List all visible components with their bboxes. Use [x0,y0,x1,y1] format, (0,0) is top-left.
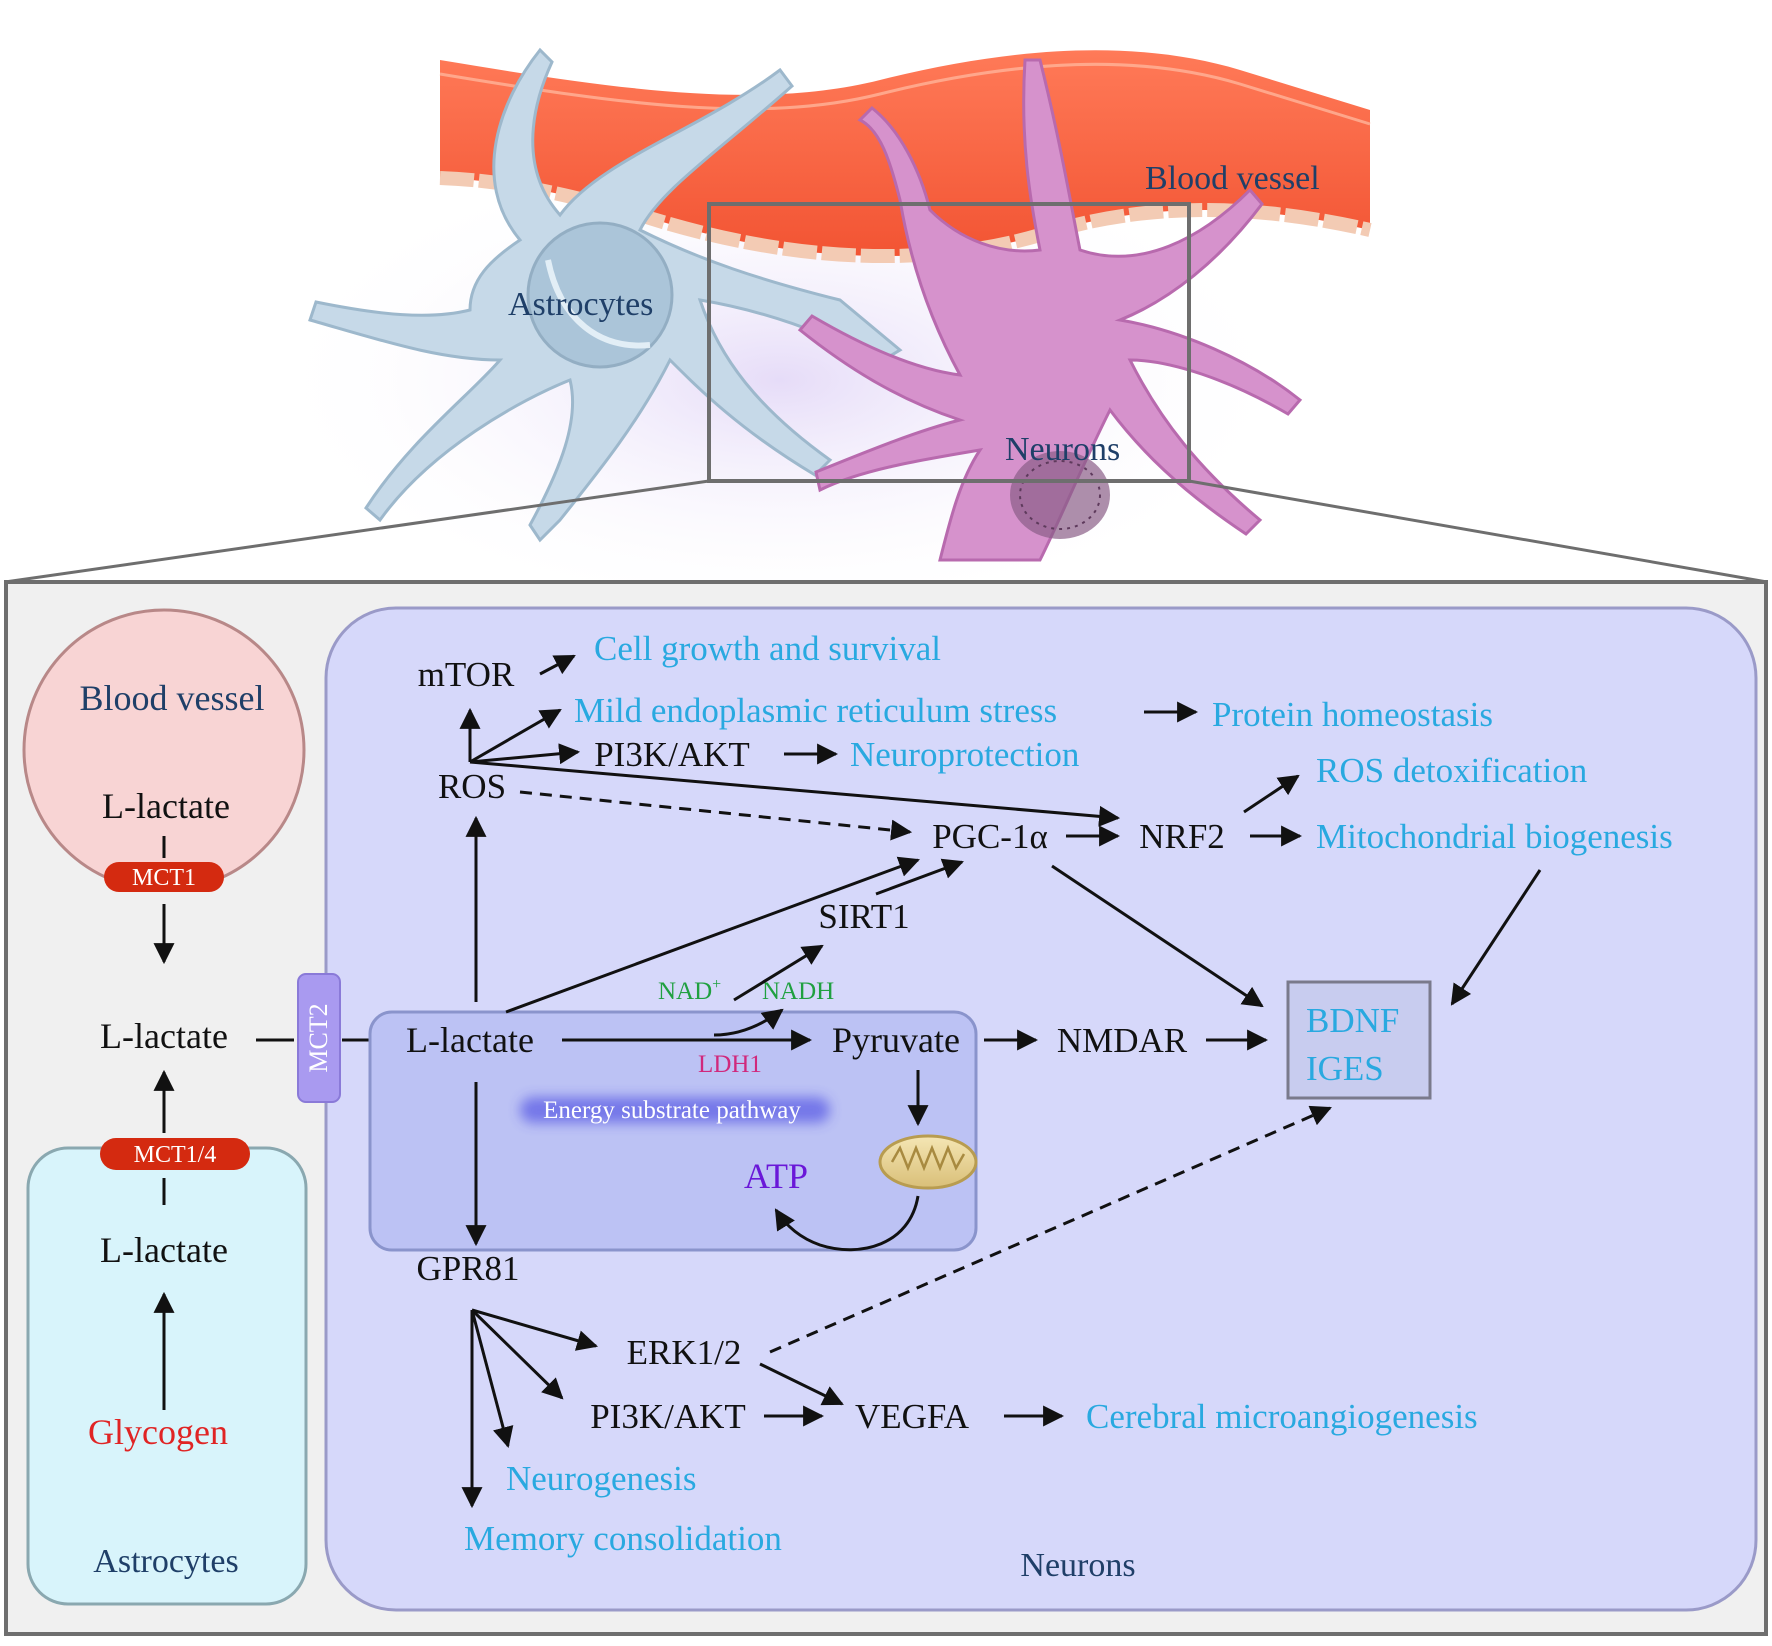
nad-text: NAD [658,978,712,1005]
arrow-ros-to-er-stress [469,708,562,764]
zoom-box [707,202,1191,483]
node-mtor: mTOR [418,655,515,694]
node-nmdar: NMDAR [1057,1021,1188,1060]
arrow-ros-to-pi3k [469,743,581,765]
vessel-box: Blood vessel L-lactate MCT1 [22,608,306,965]
arrow-lactate-to-pgc [505,856,920,1014]
node-erk12: ERK1/2 [627,1333,742,1372]
arrow-pgc-to-bdnf [1051,864,1264,1008]
arrow-lactate-to-sirt1 [733,944,824,1002]
pathway-arrows [459,654,1542,1509]
node-pi3k-top: PI3K/AKT [594,735,750,774]
energy-label-glow [520,1097,830,1123]
arrow-mito-biogenesis-to-bdnf [1450,869,1542,1006]
energy-pathway-panel [368,1010,978,1252]
outcome-protein-homeostasis: Protein homeostasis [1212,695,1493,734]
nad-label: NAD+ [658,976,721,1005]
arrow-mtor-to-cell-growth [539,654,576,676]
mct2-label: MCT2 [304,1003,333,1072]
illustration-label-blood-vessel: Blood vessel [1145,160,1320,197]
node-vegfa: VEGFA [855,1397,970,1436]
vessel-title: Blood vessel [80,678,265,718]
outcome-neurogenesis: Neurogenesis [506,1459,697,1498]
node-gpr81: GPR81 [416,1249,519,1288]
pyruvate-label: Pyruvate [832,1020,960,1060]
astro-lactate: L-lactate [100,1230,228,1270]
nadh-label: NADH [762,978,834,1005]
extracellular-lactate: L-lactate [100,1016,228,1056]
glycogen-label: Glycogen [88,1412,228,1452]
zoom-line-right [1188,479,1768,584]
outcome-cell-growth: Cell growth and survival [594,629,941,668]
neuron-title: Neurons [1020,1547,1135,1584]
energy-pathway-label: Energy substrate pathway [543,1097,801,1124]
node-nrf2: NRF2 [1139,817,1225,856]
cell-illustration: Blood vessel Astrocytes Neurons [4,47,1768,620]
astro-title: Astrocytes [93,1543,238,1580]
outcome-mito-biogenesis: Mitochondrial biogenesis [1316,817,1673,856]
illustration-label-neurons: Neurons [1005,431,1120,468]
mct14-transporter [100,1138,250,1170]
node-pgc1a: PGC-1α [932,817,1048,856]
arrow-erk-to-bdnf-dashed [769,1105,1332,1354]
arrow-sirt1-to-pgc [875,858,964,896]
arrow-gpr81-to-neurogenesis [470,1309,514,1449]
neuron-lactate: L-lactate [406,1020,534,1060]
arrow-mito-to-atp [774,1195,920,1252]
arrow-erk-to-vegfa [759,1362,844,1406]
mct2-transporter: MCT2 [297,973,341,1103]
outcome-er-stress: Mild endoplasmic reticulum stress [574,691,1057,730]
illustration-label-astrocytes: Astrocytes [508,286,653,323]
bdnf-panel [1286,980,1432,1100]
arrow-nrf2-to-ros-detox [1243,774,1300,814]
ldh1-label: LDH1 [698,1051,762,1078]
outcome-microangiogenesis: Cerebral microangiogenesis [1086,1397,1478,1436]
arrow-gpr81-to-erk [471,1308,599,1351]
arrow-ros-to-nrf2 [469,760,1121,827]
bdnf-iges-box: BDNF IGES [1286,980,1432,1100]
mct14-label: MCT1/4 [134,1142,217,1168]
energy-pathway-box: Energy substrate pathway L-lactate Pyruv… [368,976,978,1252]
neuron-illustration [797,58,1303,562]
arrow-ros-to-pgc-dashed [519,790,913,841]
node-ros: ROS [438,767,506,806]
mct1-transporter [104,862,224,892]
zoom-line-left [4,479,710,584]
astrocyte-illustration [308,47,903,543]
node-iges: IGES [1306,1049,1384,1088]
astro-box: MCT1/4 L-lactate Glycogen Astrocytes [26,1069,308,1606]
neuron-panel [324,606,1758,1612]
node-bdnf: BDNF [1306,1001,1399,1040]
outcome-memory: Memory consolidation [464,1519,782,1558]
node-pi3k-bottom: PI3K/AKT [590,1397,746,1436]
mct1-label: MCT1 [132,865,196,891]
nad-superscript: + [712,976,721,993]
atp-label: ATP [744,1156,808,1196]
astro-panel [26,1146,308,1606]
vessel-lactate: L-lactate [102,786,230,826]
node-sirt1: SIRT1 [818,897,909,936]
outcome-neuroprotection: Neuroprotection [850,735,1079,774]
arrow-gpr81-to-pi3k [470,1308,564,1400]
nad-nadh-arrow [713,1008,784,1037]
mitochondrion-icon [878,1134,978,1190]
outcome-ros-detox: ROS detoxification [1316,751,1587,790]
